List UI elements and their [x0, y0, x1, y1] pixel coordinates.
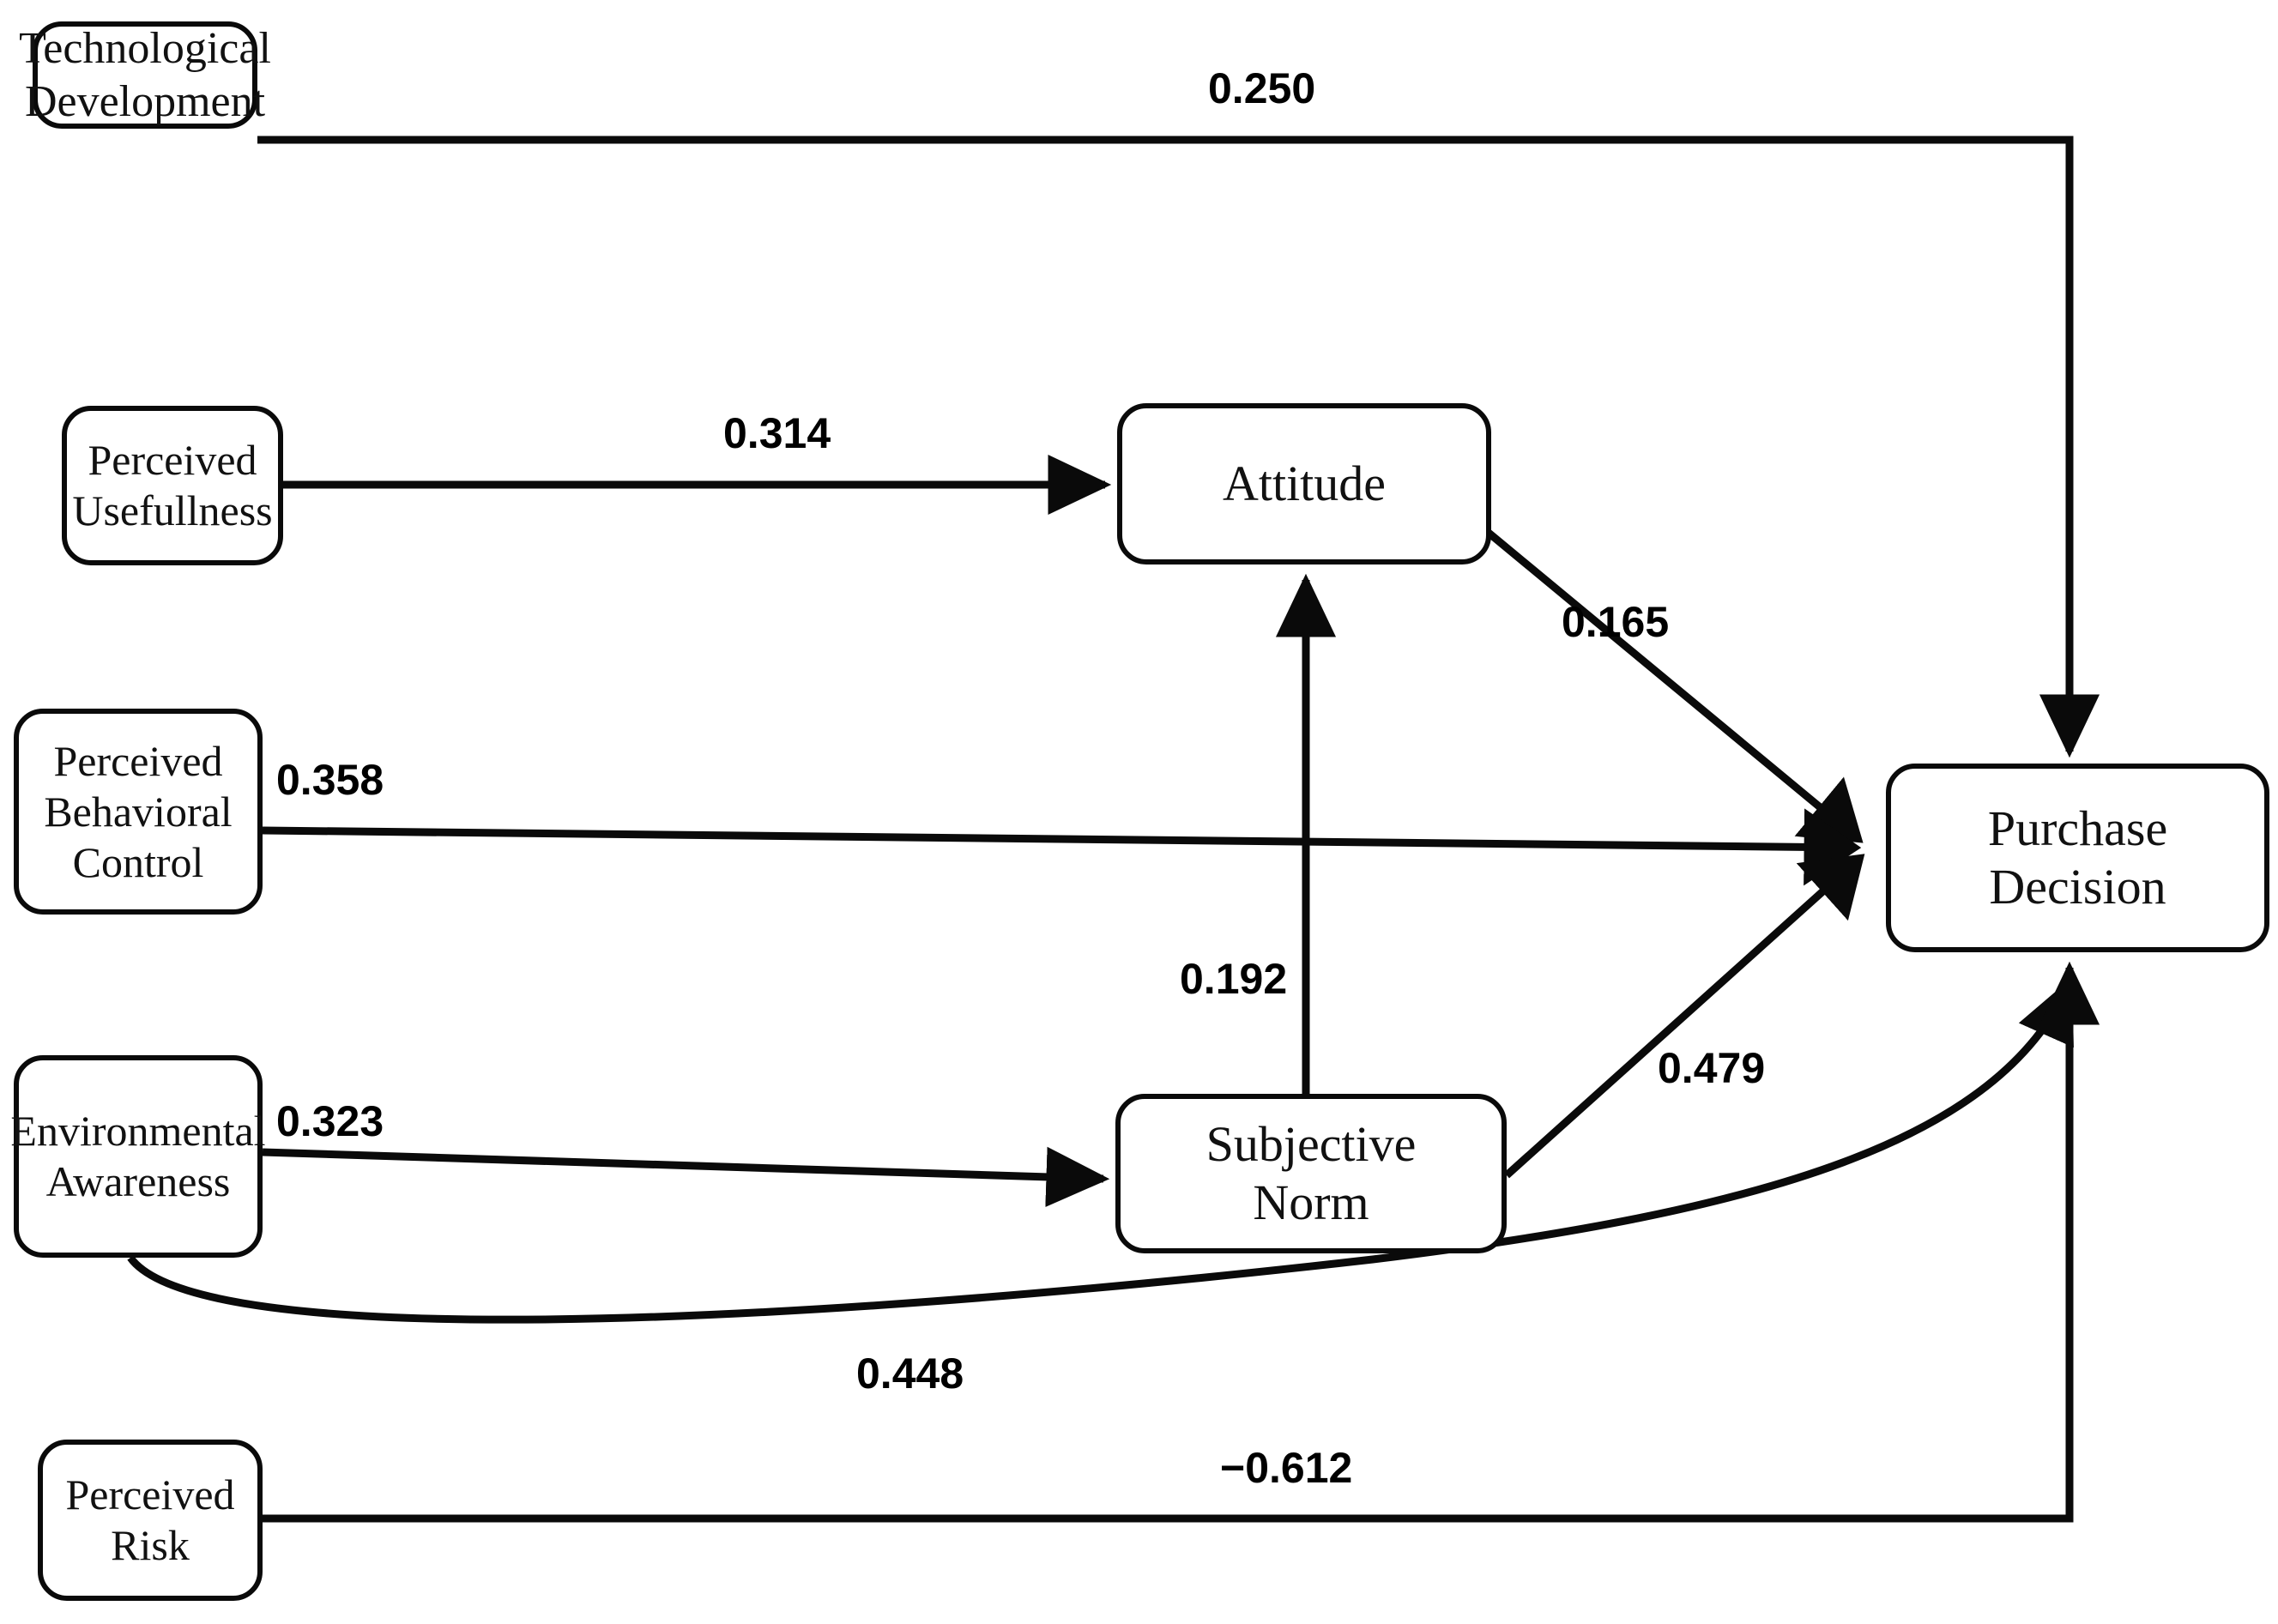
- edge-label-sn-to-pd: 0.479: [1658, 1044, 1766, 1092]
- edge-ea-to-pd: [127, 977, 2074, 1324]
- edge-pbc-to-pd: [262, 808, 1862, 886]
- node-subjective-norm[interactable]: Subjective Norm: [1115, 1094, 1507, 1253]
- edge-label-pu-to-att: 0.314: [723, 409, 831, 457]
- edge-td-to-pd: [257, 136, 2100, 758]
- edge-sn-to-pd: [1503, 854, 1865, 1179]
- edge-label-pbc-to-pd: 0.358: [276, 756, 384, 804]
- edge-label-sn-to-att: 0.192: [1180, 955, 1288, 1003]
- edge-pr-to-pd: [263, 961, 2100, 1523]
- edge-label-ea-to-sn: 0.323: [276, 1097, 384, 1145]
- node-environmental-awareness[interactable]: Environmental Awareness: [10, 1055, 266, 1258]
- edge-label-td-to-pd: 0.250: [1208, 64, 1316, 112]
- node-perceived-usefullness[interactable]: Perceived Usefullness: [62, 406, 283, 565]
- node-purchase-decision[interactable]: Purchase Decision: [1886, 764, 2269, 952]
- node-technological-development[interactable]: Technological Development: [19, 21, 271, 129]
- edge-label-ea-to-pd: 0.448: [856, 1349, 964, 1398]
- edge-ea-to-sn: [262, 1146, 1110, 1207]
- edge-att-to-pd: [1477, 522, 1864, 843]
- node-perceived-risk[interactable]: Perceived Risk: [38, 1440, 263, 1601]
- node-perceived-behavioral-control[interactable]: Perceived Behavioral Control: [14, 709, 263, 915]
- node-attitude[interactable]: Attitude: [1117, 403, 1491, 564]
- edge-label-pr-to-pd: −0.612: [1220, 1444, 1353, 1492]
- edge-label-att-to-pd: 0.165: [1562, 598, 1670, 646]
